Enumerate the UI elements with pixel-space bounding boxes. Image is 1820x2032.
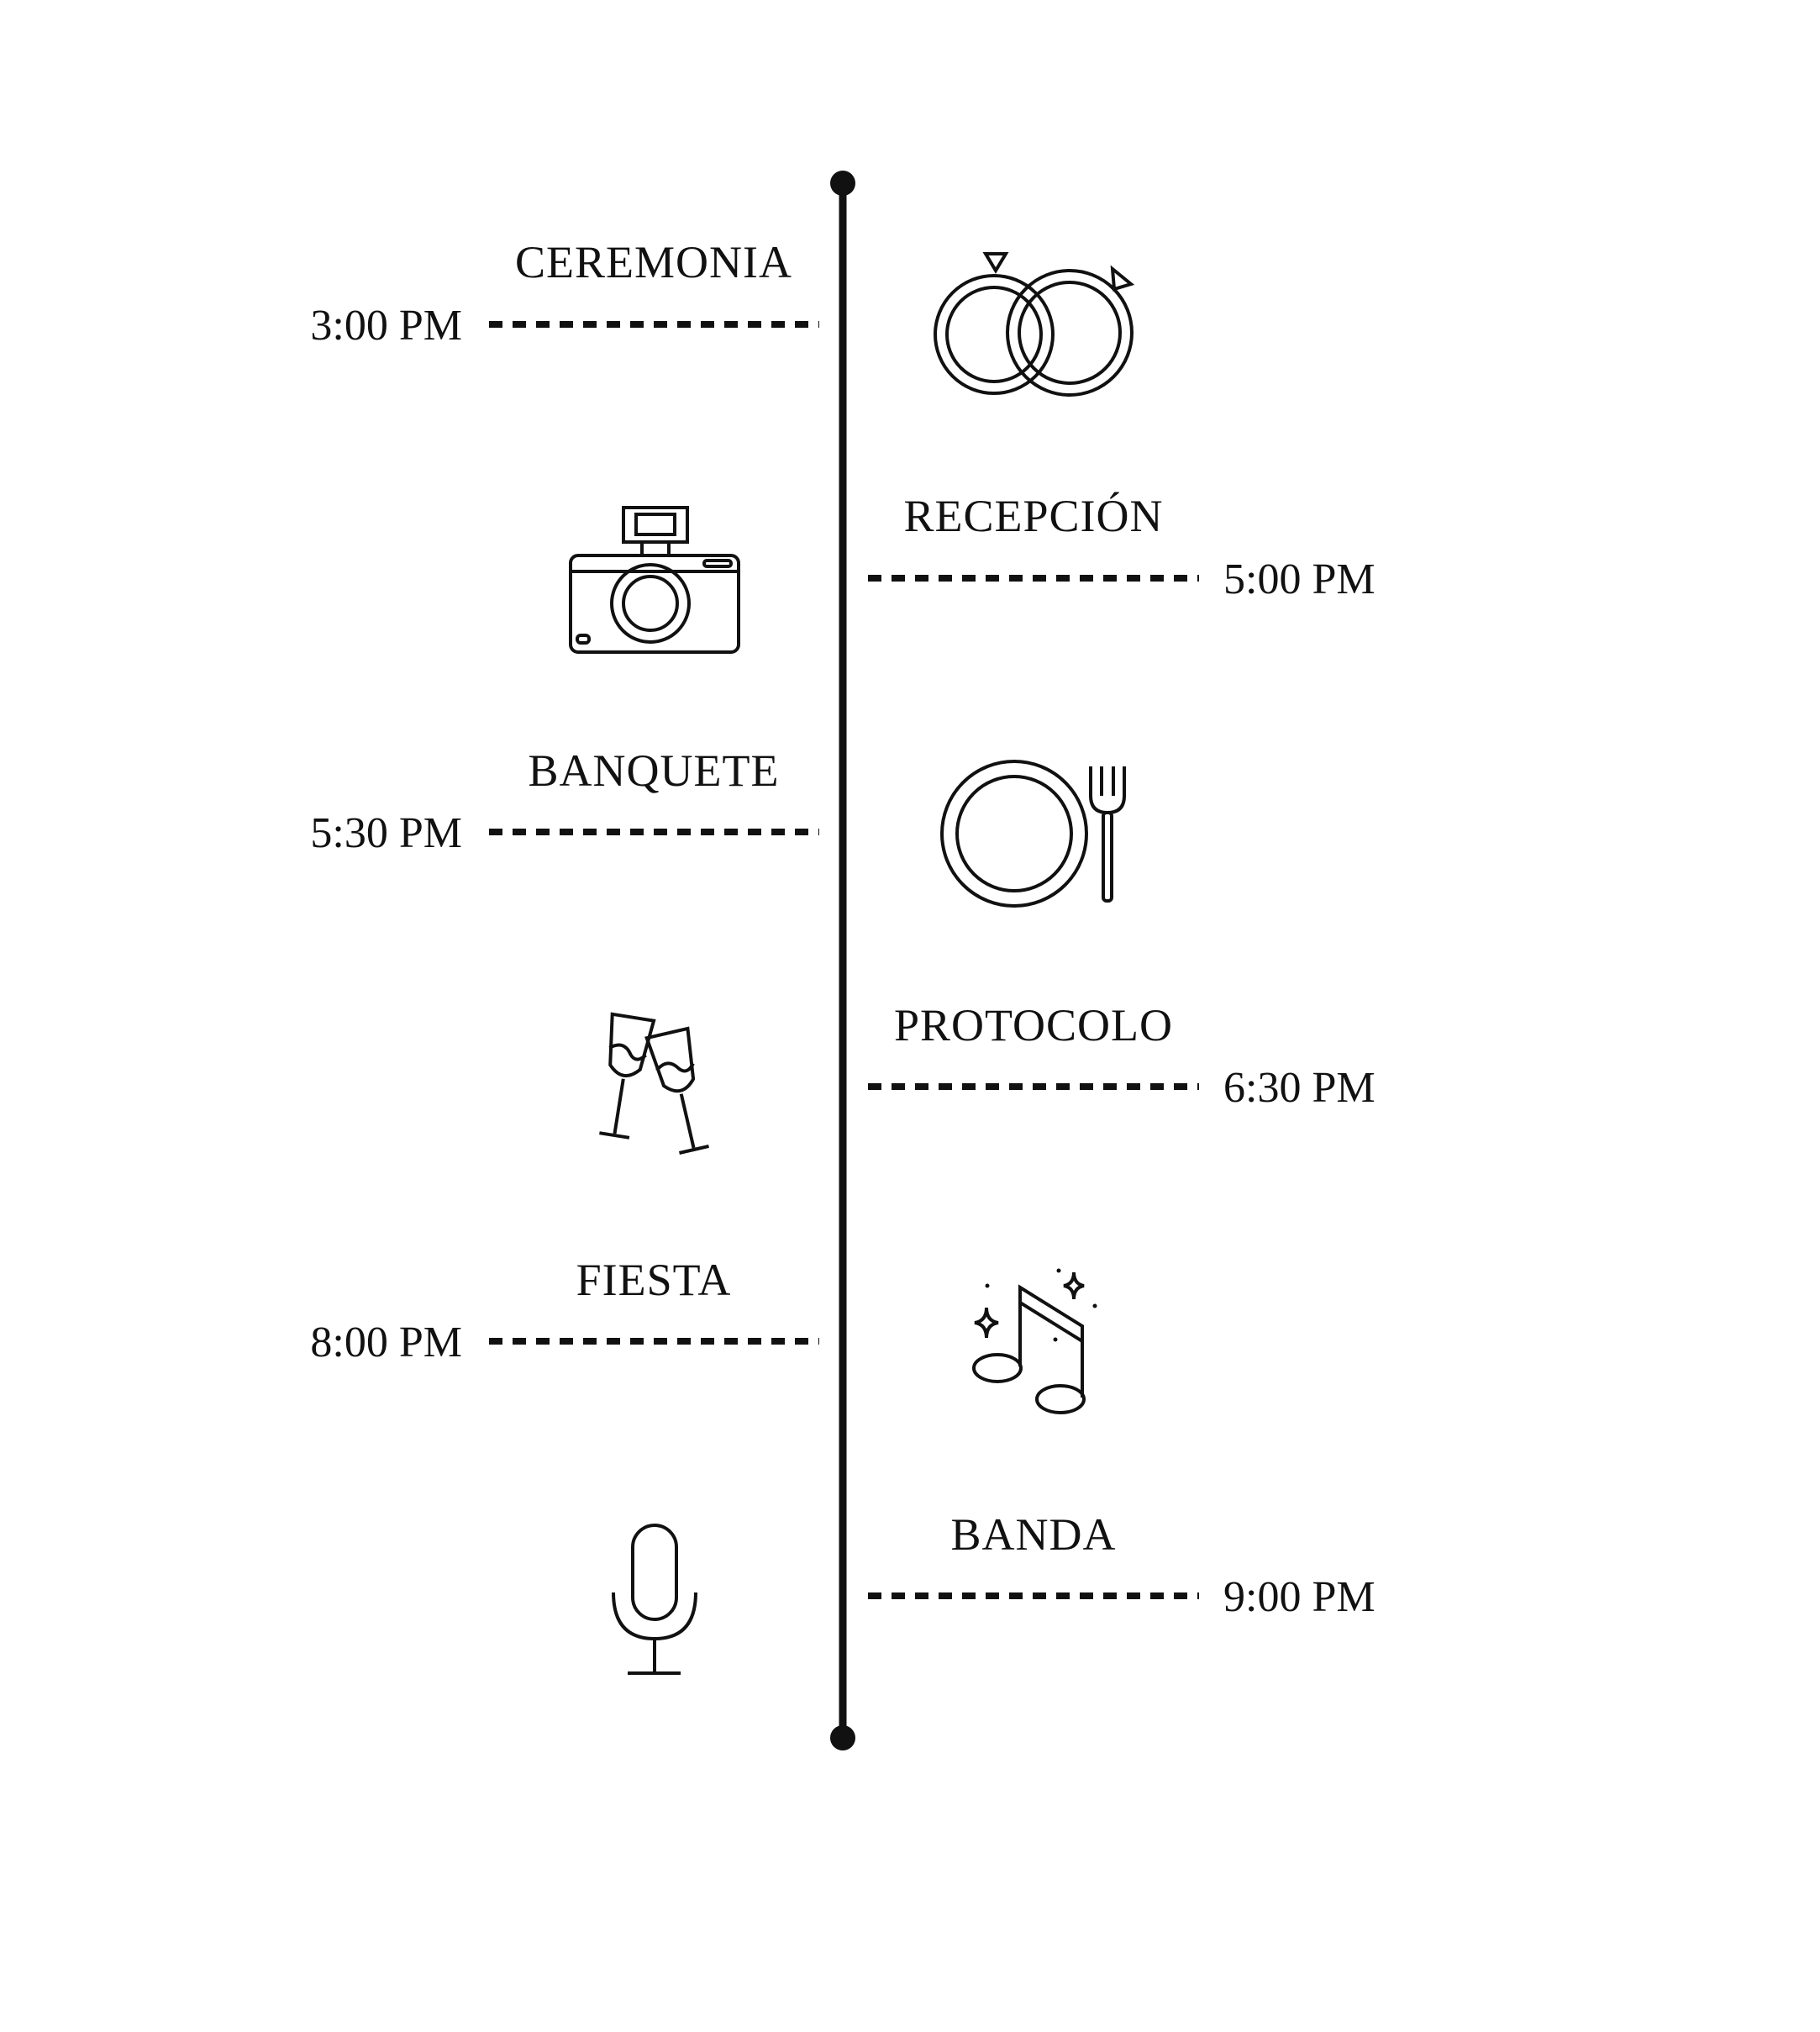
event-title-banda: BANDA: [950, 1509, 1117, 1560]
event-title-protocolo: PROTOCOLO: [893, 1000, 1174, 1050]
event-title-fiesta: FIESTA: [576, 1255, 732, 1305]
event-time-recepcion: 5:00 PM: [1223, 555, 1376, 603]
event-time-banquete: 5:30 PM: [310, 809, 462, 857]
event-title-recepcion: RECEPCIÓN: [903, 491, 1164, 541]
event-title-ceremonia: CEREMONIA: [515, 237, 792, 287]
plate-fork-icon: [940, 760, 1126, 908]
event-time-protocolo: 6:30 PM: [1223, 1064, 1376, 1112]
champagne-glasses-icon: [599, 1012, 709, 1155]
event-time-ceremonia: 3:00 PM: [310, 302, 462, 350]
music-sparkle-dots: [985, 1268, 1097, 1342]
music-notes-icon: [972, 1271, 1086, 1414]
wedding-rings-icon: [934, 252, 1135, 397]
event-title-banquete: BANQUETE: [528, 745, 780, 796]
camera-icon: [569, 506, 740, 654]
microphone-icon: [612, 1524, 697, 1675]
event-time-fiesta: 8:00 PM: [310, 1319, 462, 1366]
timeline-start-dot: [830, 171, 855, 196]
event-time-banda: 9:00 PM: [1223, 1573, 1376, 1621]
timeline-end-dot: [830, 1725, 855, 1750]
